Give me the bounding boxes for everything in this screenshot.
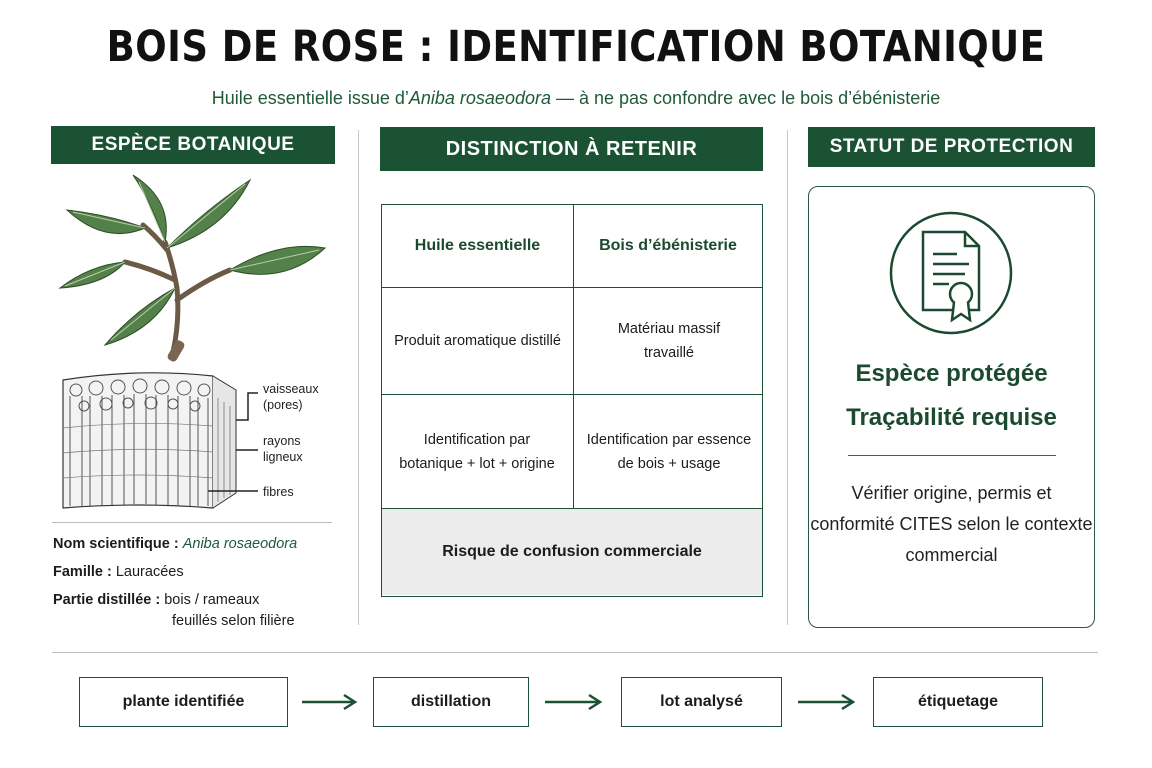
left-info-divider xyxy=(52,522,332,523)
label-fibres: fibres xyxy=(263,485,294,499)
wood-cross-section-illustration xyxy=(62,372,258,509)
certificate-icon xyxy=(889,211,1013,335)
flow-step-plante: plante identifiée xyxy=(79,677,288,727)
tracabilite-requise: Traçabilité requise xyxy=(846,404,1057,431)
table-footer-risque: Risque de confusion commerciale xyxy=(382,509,762,595)
page-subtitle: Huile essentielle issue d’Aniba rosaeodo… xyxy=(211,88,941,108)
flow-step-lot: lot analysé xyxy=(621,677,782,727)
header-distinction: DISTINCTION À RETENIR xyxy=(380,127,763,171)
header-espece-botanique: ESPÈCE BOTANIQUE xyxy=(51,126,335,164)
arrow-right-icon xyxy=(798,693,856,711)
leaf-branch-illustration xyxy=(58,174,327,362)
arrow-right-icon xyxy=(545,693,603,711)
table-head-huile: Huile essentielle xyxy=(414,237,541,254)
espece-protegee: Espèce protégée xyxy=(855,360,1048,387)
label-vaisseaux: vaisseaux (pores) xyxy=(263,382,319,412)
right-panel-divider xyxy=(848,455,1056,456)
page-title: BOIS DE ROSE : IDENTIFICATION BOTANIQUE xyxy=(106,22,1046,72)
column-divider-left xyxy=(358,130,359,625)
flow-divider xyxy=(52,652,1098,653)
scientific-name-row: Nom scientifique : Aniba rosaeodora xyxy=(53,536,298,552)
distilled-part-row: Partie distillée : bois / rameaux xyxy=(53,592,260,608)
distilled-part-row-2: feuillés selon filière xyxy=(172,613,295,629)
header-statut: STATUT DE PROTECTION xyxy=(808,127,1095,167)
table-cell-produit: Produit aromatique distillé xyxy=(394,333,561,349)
column-divider-right xyxy=(787,130,788,625)
subtitle-species: Aniba rosaeodora xyxy=(408,88,551,108)
table-head-bois: Bois d’ébénisterie xyxy=(599,237,737,254)
protection-note: Vérifier origine, permis et conformité C… xyxy=(810,483,1093,565)
flow-step-etiquetage: étiquetage xyxy=(873,677,1043,727)
distinction-table: Huile essentielle Bois d’ébénisterie Pro… xyxy=(381,204,763,597)
flow-step-distillation: distillation xyxy=(373,677,529,727)
family-row: Famille : Lauracées xyxy=(53,564,184,580)
protection-panel xyxy=(808,186,1095,628)
label-rayons: rayons ligneux xyxy=(263,434,303,464)
arrow-right-icon xyxy=(302,693,358,711)
table-cell-identification-bois: Identification par essence de bois + usa… xyxy=(586,431,752,472)
table-cell-materiau: Matériau massif travaillé xyxy=(617,321,721,361)
table-cell-identification-huile: Identification par botanique + lot + ori… xyxy=(399,431,555,472)
